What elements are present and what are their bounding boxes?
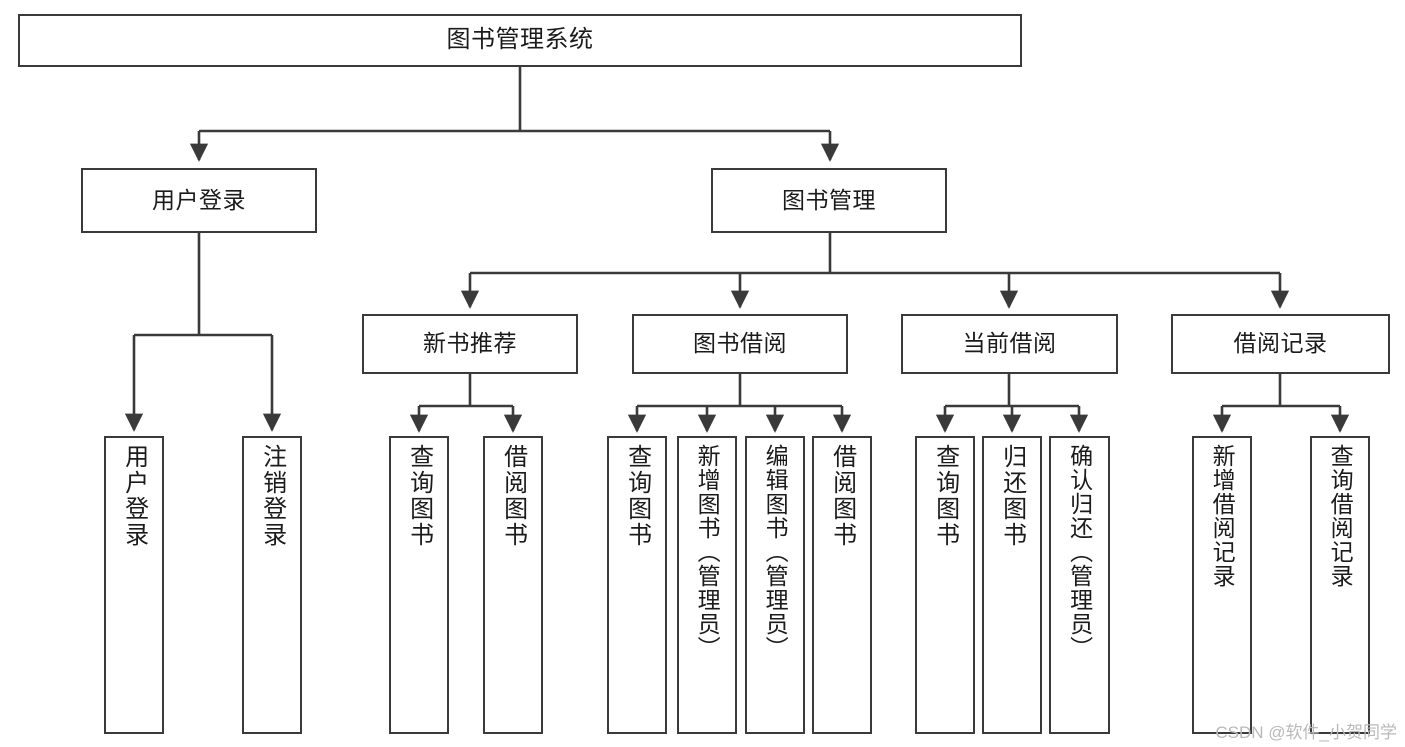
node-borrow-record[interactable]: 借阅记录 xyxy=(1171,314,1390,374)
leaf-book-borrow-borrow-book[interactable]: 借阅图书 xyxy=(812,436,872,734)
leaf-book-borrow-edit-book-admin[interactable]: 编辑图书（管理员） xyxy=(745,436,805,734)
node-label: 查询图书 xyxy=(623,444,651,548)
node-label: 用户登录 xyxy=(120,444,148,548)
node-label: 图书借阅 xyxy=(693,330,787,357)
node-user-login[interactable]: 用户登录 xyxy=(81,168,317,233)
node-label: 编辑图书（管理员） xyxy=(762,444,789,660)
node-label: 用户登录 xyxy=(152,186,246,213)
node-label: 确认归还（管理员） xyxy=(1066,444,1093,660)
node-label: 查询图书 xyxy=(931,444,959,548)
watermark: CSDN @软件_小贺同学 xyxy=(1215,723,1397,742)
leaf-user-login-login[interactable]: 用户登录 xyxy=(104,436,164,734)
node-label: 借阅图书 xyxy=(499,444,527,548)
leaf-current-borrow-query-book[interactable]: 查询图书 xyxy=(915,436,975,734)
leaf-current-borrow-return-book[interactable]: 归还图书 xyxy=(982,436,1042,734)
leaf-new-book-query-book[interactable]: 查询图书 xyxy=(389,436,449,734)
node-book-management[interactable]: 图书管理 xyxy=(711,168,947,233)
node-label: 新增借阅记录 xyxy=(1209,444,1236,588)
node-label: 图书管理 xyxy=(782,186,876,213)
node-label: 当前借阅 xyxy=(962,330,1057,357)
node-current-borrow[interactable]: 当前借阅 xyxy=(901,314,1118,374)
node-label: 归还图书 xyxy=(998,444,1026,548)
node-label: 注销登录 xyxy=(258,444,286,548)
node-label: 借阅记录 xyxy=(1233,330,1328,357)
leaf-user-login-logout[interactable]: 注销登录 xyxy=(242,436,302,734)
node-label: 查询图书 xyxy=(405,444,433,548)
node-new-book-recommend[interactable]: 新书推荐 xyxy=(362,314,578,374)
node-book-borrow[interactable]: 图书借阅 xyxy=(632,314,848,374)
node-label: 新书推荐 xyxy=(423,330,517,357)
node-label: 新增图书（管理员） xyxy=(694,444,721,660)
leaf-new-book-borrow-book[interactable]: 借阅图书 xyxy=(483,436,543,734)
leaf-current-borrow-confirm-return-admin[interactable]: 确认归还（管理员） xyxy=(1049,436,1110,734)
leaf-book-borrow-query-book[interactable]: 查询图书 xyxy=(607,436,667,734)
node-label: 图书管理系统 xyxy=(446,26,594,54)
node-root-book-management-system[interactable]: 图书管理系统 xyxy=(18,14,1022,67)
node-label: 查询借阅记录 xyxy=(1327,444,1354,588)
leaf-borrow-record-query-record[interactable]: 查询借阅记录 xyxy=(1310,436,1370,734)
leaf-book-borrow-add-book-admin[interactable]: 新增图书（管理员） xyxy=(677,436,737,734)
node-label: 借阅图书 xyxy=(828,444,856,548)
leaf-borrow-record-add-record[interactable]: 新增借阅记录 xyxy=(1192,436,1252,734)
